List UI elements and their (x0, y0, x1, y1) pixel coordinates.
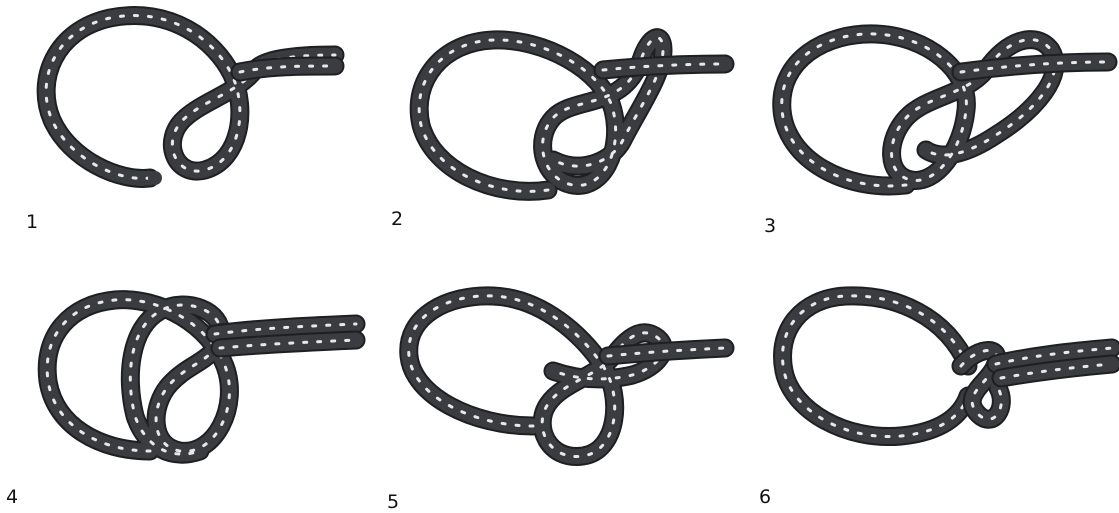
rope-illustration-step-6 (746, 256, 1119, 512)
rope-segment (603, 64, 725, 70)
knot-step-6: 6 (746, 256, 1119, 512)
knot-step-3: 3 (746, 0, 1119, 256)
rope-illustration-step-1 (0, 0, 373, 256)
step-number-1: 1 (26, 213, 38, 232)
knot-step-5: 5 (373, 256, 746, 512)
rope-segment (409, 296, 663, 457)
rope-illustration-step-3 (746, 0, 1119, 256)
step-number-4: 4 (6, 488, 18, 507)
knot-step-1: 1 (0, 0, 373, 256)
rope-illustration-step-5 (373, 256, 746, 512)
step-number-3: 3 (764, 217, 776, 236)
knot-step-4: 4 (0, 256, 373, 512)
step-number-5: 5 (387, 493, 399, 512)
knot-step-2: 2 (373, 0, 746, 256)
rope-illustration-step-2 (373, 0, 746, 256)
step-number-6: 6 (759, 488, 771, 507)
step-number-2: 2 (391, 210, 403, 229)
rope-illustration-step-4 (0, 256, 373, 512)
rope-end (148, 171, 162, 185)
